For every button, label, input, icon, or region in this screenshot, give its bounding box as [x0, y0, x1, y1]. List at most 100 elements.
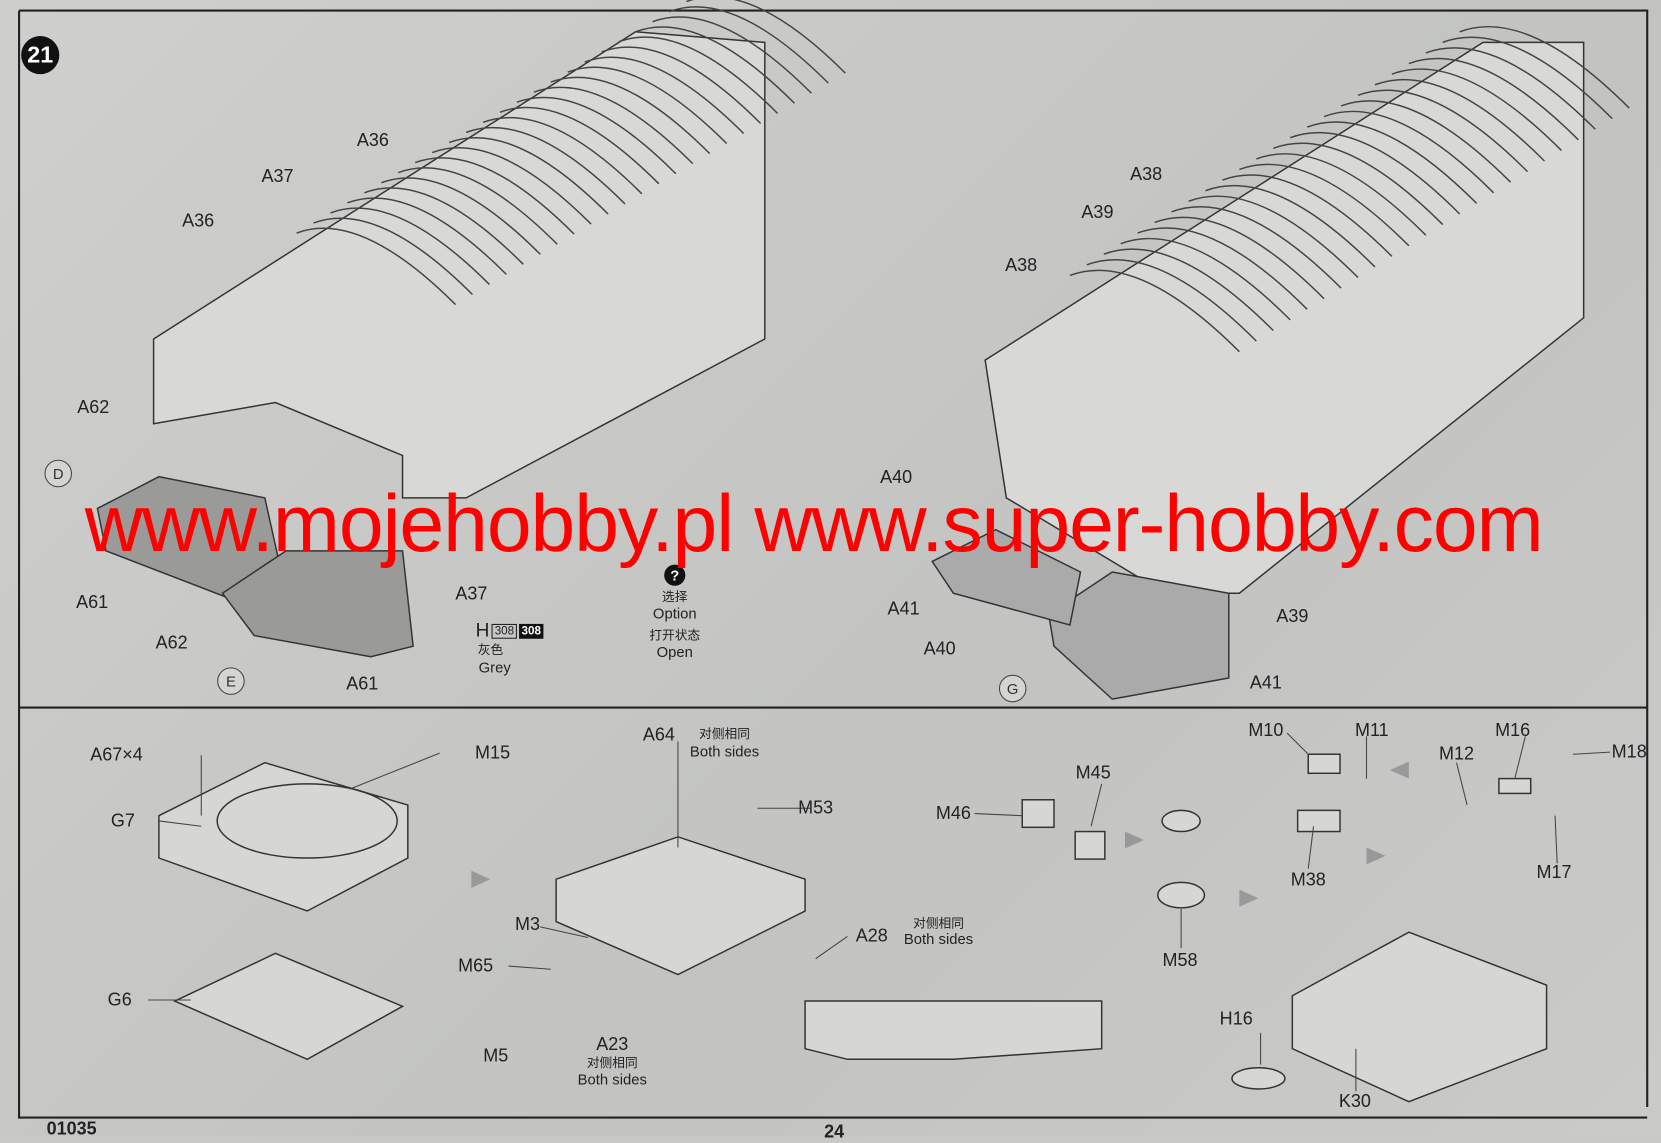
kit-code: 01035 [46, 1118, 97, 1139]
hull-rib [431, 147, 592, 225]
part-label: A39 [1276, 605, 1309, 627]
hull-rib [1391, 68, 1562, 151]
hull-rib [550, 76, 711, 155]
part-label: A41 [887, 598, 920, 619]
marker-g: G [998, 674, 1027, 703]
part-label: A38 [1130, 164, 1163, 185]
watermark: www.mojehobby.pl www.super-hobby.com [84, 478, 1544, 569]
option-en: Option [652, 604, 697, 622]
part-label: K30 [1338, 1091, 1371, 1112]
hull-rib [1340, 100, 1512, 183]
hull-rib [1323, 110, 1495, 194]
hull-rib [330, 207, 490, 285]
part-label: M18 [1611, 741, 1647, 762]
part-label: A62 [77, 397, 110, 418]
hull-rib [601, 46, 762, 124]
paint-name-en: Grey [478, 658, 511, 676]
both-sides-cn: 对侧相同 [699, 726, 750, 741]
hull-rib [1357, 89, 1529, 173]
part-label: M3 [515, 914, 541, 935]
part-label: G7 [110, 810, 135, 831]
hull-rib [414, 157, 575, 235]
paint-prefix: H [475, 619, 490, 641]
hull-rib [1374, 78, 1545, 162]
part-label: A62 [155, 632, 188, 653]
part-label: M16 [1495, 720, 1531, 741]
part-label: A61 [346, 673, 379, 694]
hull-rib [313, 217, 473, 296]
hull-rib [635, 26, 795, 104]
hull-rib [347, 197, 507, 275]
hull-rib [1289, 131, 1461, 215]
hull-rib [1222, 174, 1393, 257]
both-sides-en: Both sides [577, 1070, 647, 1088]
hull-rib [1137, 227, 1308, 310]
hull-left [96, 0, 846, 658]
both-sides-en: Both sides [903, 930, 974, 948]
hull-rib [584, 56, 745, 134]
hull-rib [1425, 47, 1596, 130]
hull-rib [499, 106, 660, 185]
page-frame [19, 9, 1649, 1107]
part-label: A40 [880, 467, 913, 488]
part-turret-ring [1291, 931, 1548, 1103]
part-label: G6 [107, 989, 132, 1010]
page-number: 24 [824, 1121, 845, 1142]
hull-rib [516, 96, 677, 175]
open-cn: 打开状态 [649, 627, 701, 643]
part-label: A40 [923, 638, 956, 659]
part-label: A36 [182, 210, 215, 231]
both-sides-cn: 对侧相同 [913, 915, 964, 931]
option-cn: 选择 [662, 589, 688, 605]
part-label: M11 [1354, 720, 1389, 741]
part-label: M46 [935, 802, 971, 824]
hull-rib [1442, 36, 1613, 120]
hull-rib [381, 177, 541, 255]
part-label: A38 [1005, 255, 1038, 276]
hull-rib [364, 187, 524, 265]
hull-rib [1459, 25, 1630, 109]
hull-rib [1103, 248, 1274, 332]
part-g7 [158, 761, 409, 912]
part-g6 [172, 952, 405, 1061]
hull-rib [1086, 258, 1257, 342]
hull-rib [1154, 216, 1325, 300]
part-label: M38 [1290, 869, 1326, 890]
part-label: M12 [1439, 743, 1475, 764]
hull-rib [618, 36, 779, 114]
open-en: Open [656, 642, 693, 660]
hull-rib [1171, 206, 1342, 289]
hull-right [931, 25, 1630, 700]
part-label: A23 [596, 1033, 629, 1055]
part-chassis [804, 1000, 1103, 1061]
hull-rib [398, 167, 558, 245]
paint-name-cn: 灰色 [477, 642, 504, 658]
part-label: M65 [458, 955, 494, 976]
hull-rib [296, 227, 457, 306]
option-icon: ? [664, 564, 686, 586]
part-label: A64 [642, 724, 675, 745]
hull-rib [1239, 163, 1410, 247]
part-label: A41 [1249, 672, 1282, 693]
hull-rib [533, 86, 694, 165]
part-label: H16 [1219, 1008, 1253, 1029]
step-number-badge: 21 [21, 36, 60, 75]
hull-rib [1408, 57, 1579, 141]
part-label: A28 [855, 925, 888, 946]
paint-code: 308 [519, 623, 544, 639]
part-label: M17 [1536, 862, 1572, 883]
hull-rib [1120, 237, 1291, 321]
hull-rib [652, 16, 812, 94]
paint-callout: H 308 308 [475, 619, 544, 642]
part-label: A67×4 [90, 744, 143, 765]
part-label: M58 [1162, 950, 1198, 971]
both-sides-cn: 对侧相同 [586, 1055, 638, 1071]
hull-rib [567, 66, 728, 145]
paint-code: 308 [491, 623, 518, 639]
hull-rib [686, 0, 846, 74]
direction-arrows [471, 761, 1409, 907]
hull-rib [1273, 142, 1444, 226]
hull-rib [448, 136, 609, 215]
